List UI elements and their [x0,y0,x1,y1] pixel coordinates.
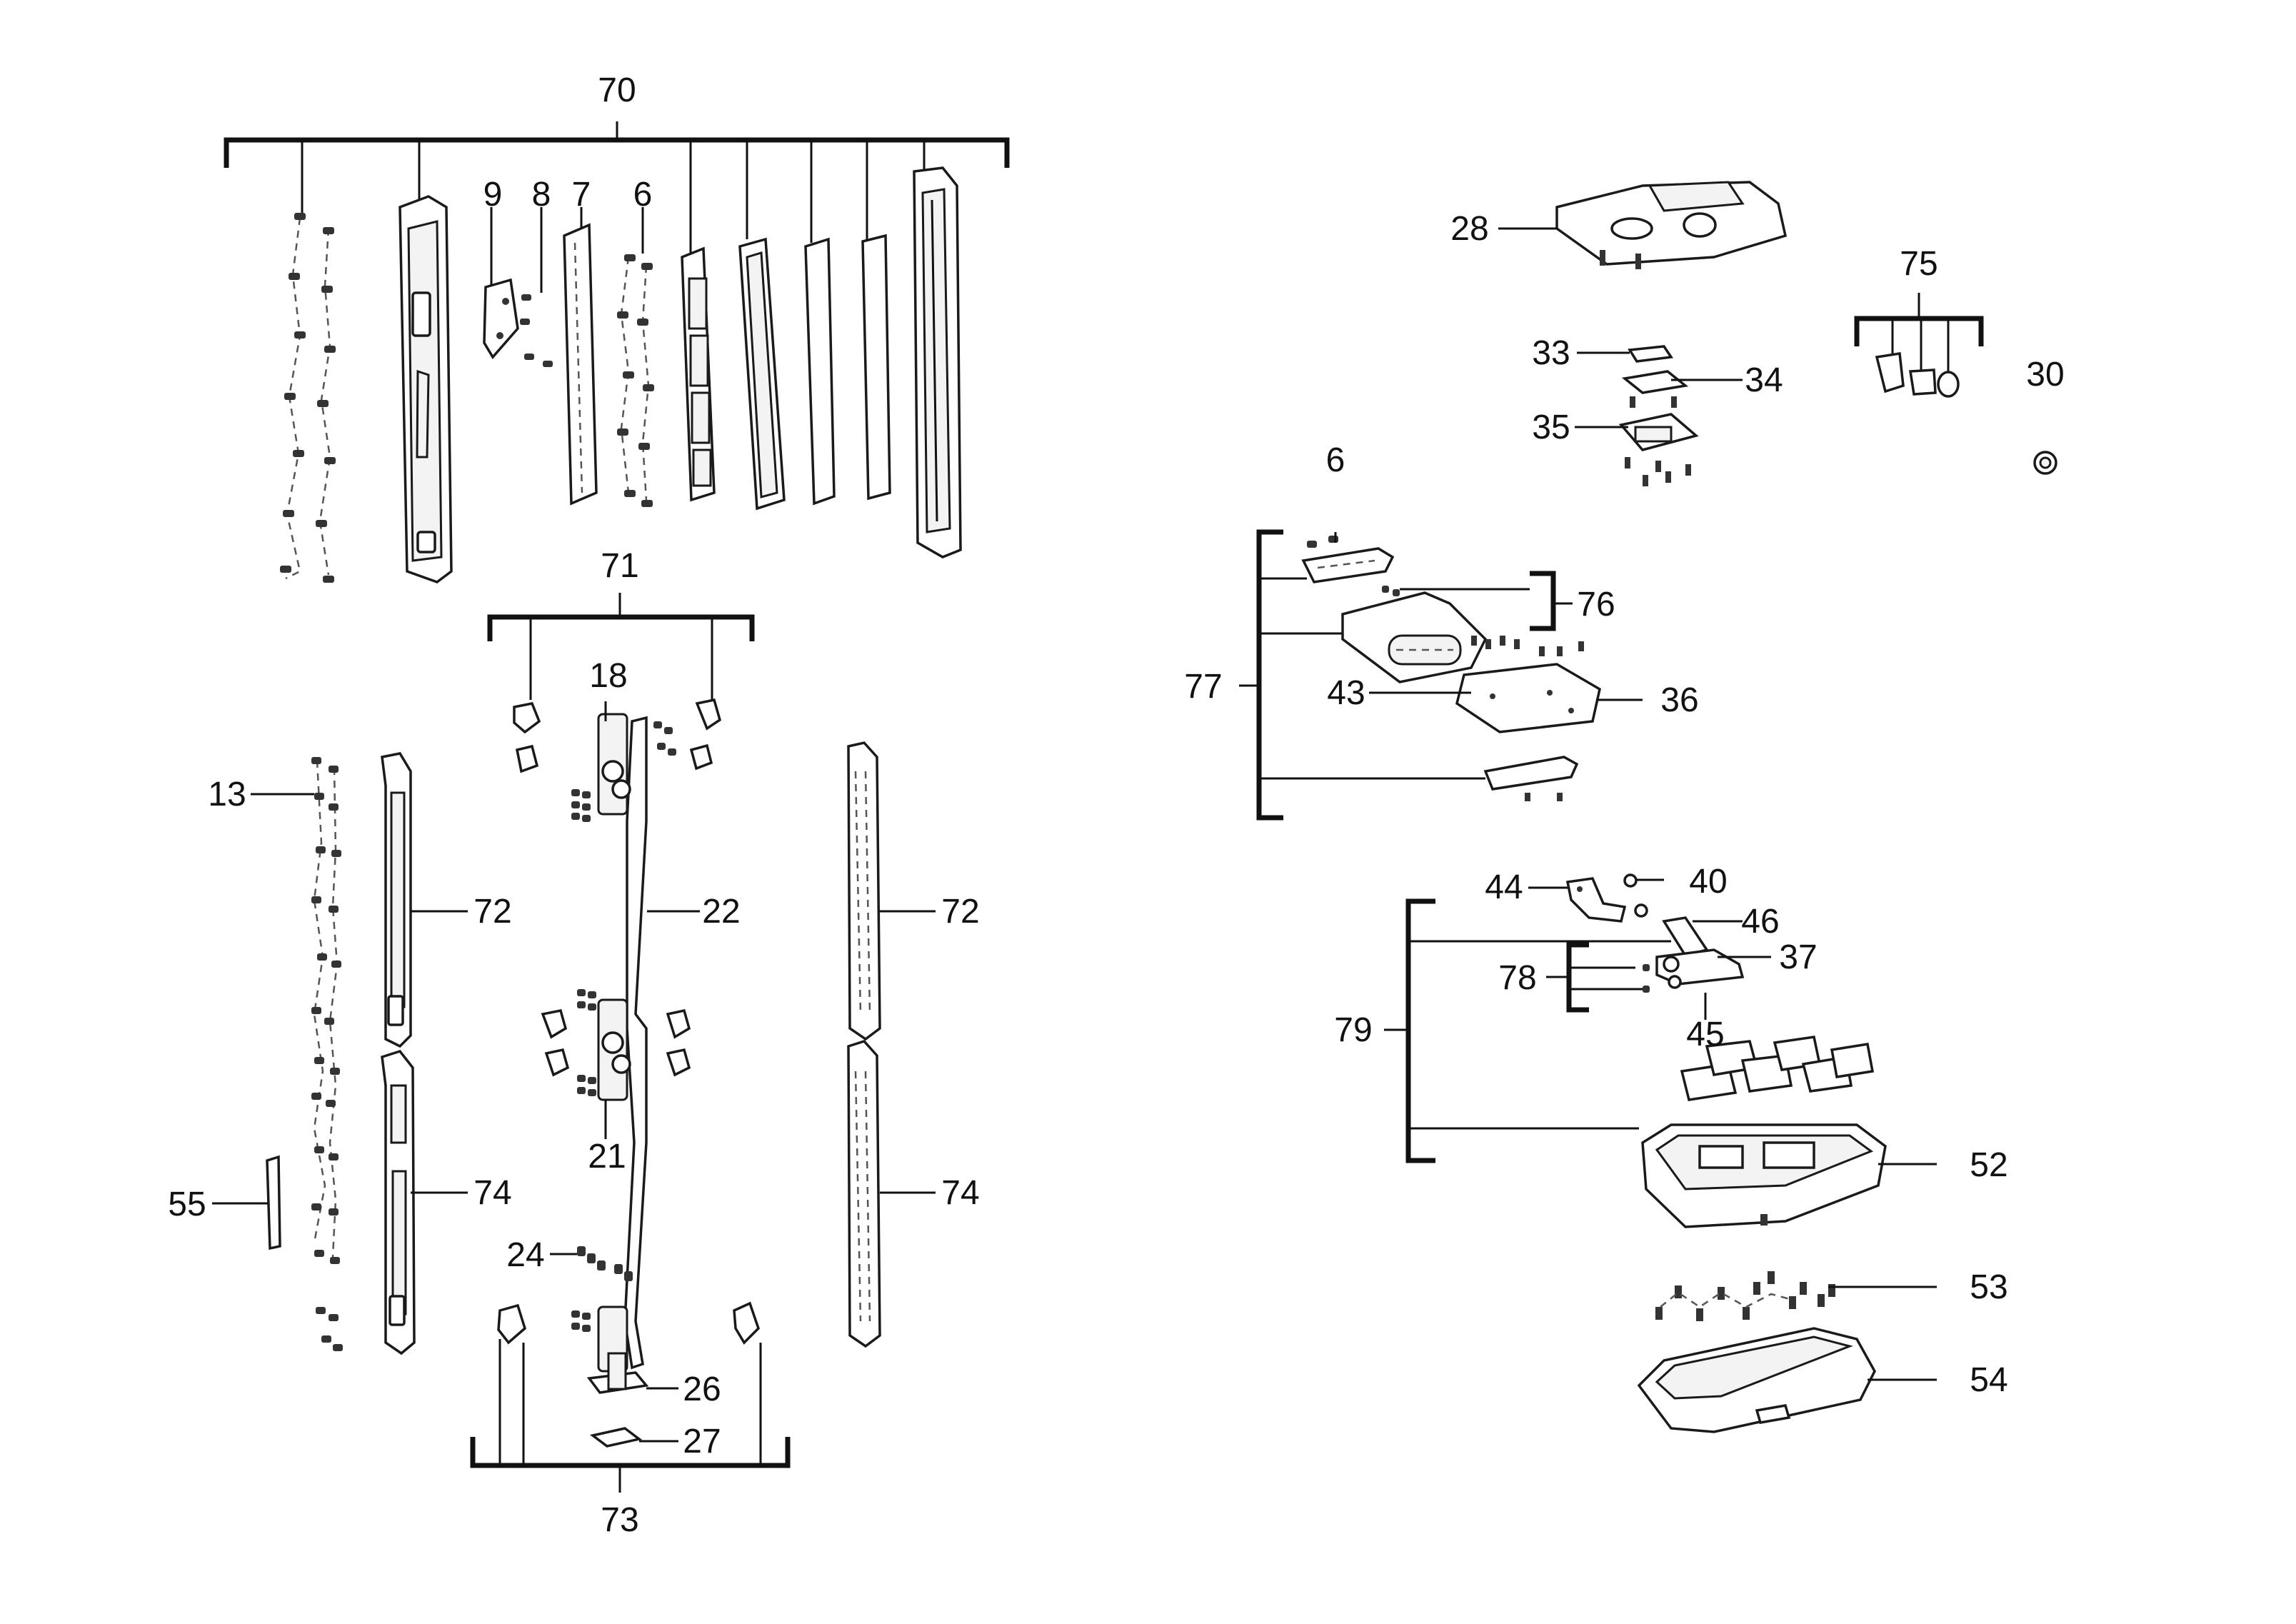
part-26 [586,1352,649,1394]
label-27: 27 [683,1423,721,1460]
label-46: 46 [1741,903,1779,941]
part-30-nut [2033,451,2057,475]
part-35 [1618,413,1699,486]
screw-set-13 [311,757,343,1351]
part-55 [266,1155,281,1250]
part-74-right-rail [847,1039,881,1348]
part-44 [1565,877,1627,923]
label-36: 36 [1660,681,1698,719]
label-6-top: 6 [633,176,653,214]
label-74-right: 74 [941,1174,979,1212]
label-71: 71 [601,547,638,585]
group-79 [1384,898,1671,1163]
label-79: 79 [1334,1011,1372,1049]
label-55: 55 [168,1186,206,1223]
screws-18 [571,721,676,822]
label-44: 44 [1485,868,1523,906]
group-78 [1546,942,1643,1013]
screws-24 [577,1246,633,1281]
label-18: 18 [589,657,627,695]
part-72-left-rail [381,752,412,1048]
label-74-left: 74 [473,1174,511,1212]
label-34: 34 [1745,361,1783,399]
group-70 [224,121,1010,583]
label-72-left: 72 [473,893,511,931]
label-35: 35 [1532,408,1570,446]
part-6-screws [617,254,654,507]
label-24: 24 [506,1236,544,1274]
label-6-right: 6 [1326,441,1345,479]
label-45: 45 [1686,1016,1724,1053]
screws-bottom [571,1310,591,1332]
label-54: 54 [1970,1361,2007,1399]
label-13: 13 [208,776,246,813]
group-75 [1854,293,1984,398]
label-77: 77 [1184,668,1222,706]
part-54-base-tray [1637,1327,1876,1433]
label-9: 9 [483,176,503,214]
pads-array [1680,1036,1875,1101]
part-6-screws-pair [1307,536,1338,548]
label-7: 7 [572,176,591,214]
label-73: 73 [601,1501,638,1539]
seal-panels [738,234,891,511]
callout-labels: 70 9 8 7 6 71 18 13 72 22 72 21 55 74 74… [168,71,2064,1539]
label-76: 76 [1577,586,1615,623]
screws-53 [1655,1271,1835,1321]
screws-handle [1471,636,1584,656]
label-75: 75 [1900,245,1937,283]
label-21: 21 [588,1138,626,1176]
housing-left-panel [398,195,453,583]
group-76 [1400,571,1573,631]
label-40: 40 [1689,863,1727,901]
latch-caps-top [513,698,722,773]
housing-right-panel [913,166,962,558]
screw-set-left [280,213,336,583]
part-74-left-rail [381,1049,416,1355]
part-52-base-housing [1641,1123,1887,1228]
label-72-right: 72 [941,893,979,931]
part-45 [1643,964,1650,993]
part-46 [1662,916,1709,958]
part-27 [589,1427,643,1448]
leader-lines [212,227,1937,1443]
label-52: 52 [1970,1146,2007,1184]
part-33 [1628,345,1674,363]
group-73 [470,1301,791,1493]
label-70: 70 [598,71,636,109]
part-28-top-cover [1555,181,1788,269]
group-71 [487,593,755,773]
label-8: 8 [532,176,551,214]
label-30: 30 [2026,356,2064,394]
pad-upper [1301,547,1395,583]
handle-76 [1341,586,1584,683]
label-22: 22 [702,893,740,931]
part-34 [1621,370,1689,408]
screws-21 [577,989,596,1096]
label-28: 28 [1450,210,1488,248]
label-78: 78 [1498,959,1536,997]
rod-22-assembly [541,713,691,1373]
part-36-pcb [1455,663,1601,733]
label-43: 43 [1327,674,1365,712]
label-53: 53 [1970,1268,2007,1306]
label-37: 37 [1779,938,1817,976]
group-77 [1239,529,1485,821]
pad-lower [1483,756,1579,801]
part-7-strip [563,223,598,506]
label-26: 26 [683,1370,721,1408]
ladder-frame-part [681,246,716,502]
part-72-right-rail [847,741,881,1041]
part-9-bracket [483,278,553,367]
label-33: 33 [1532,334,1570,372]
part-40 [1623,873,1648,918]
part-37 [1655,948,1745,989]
